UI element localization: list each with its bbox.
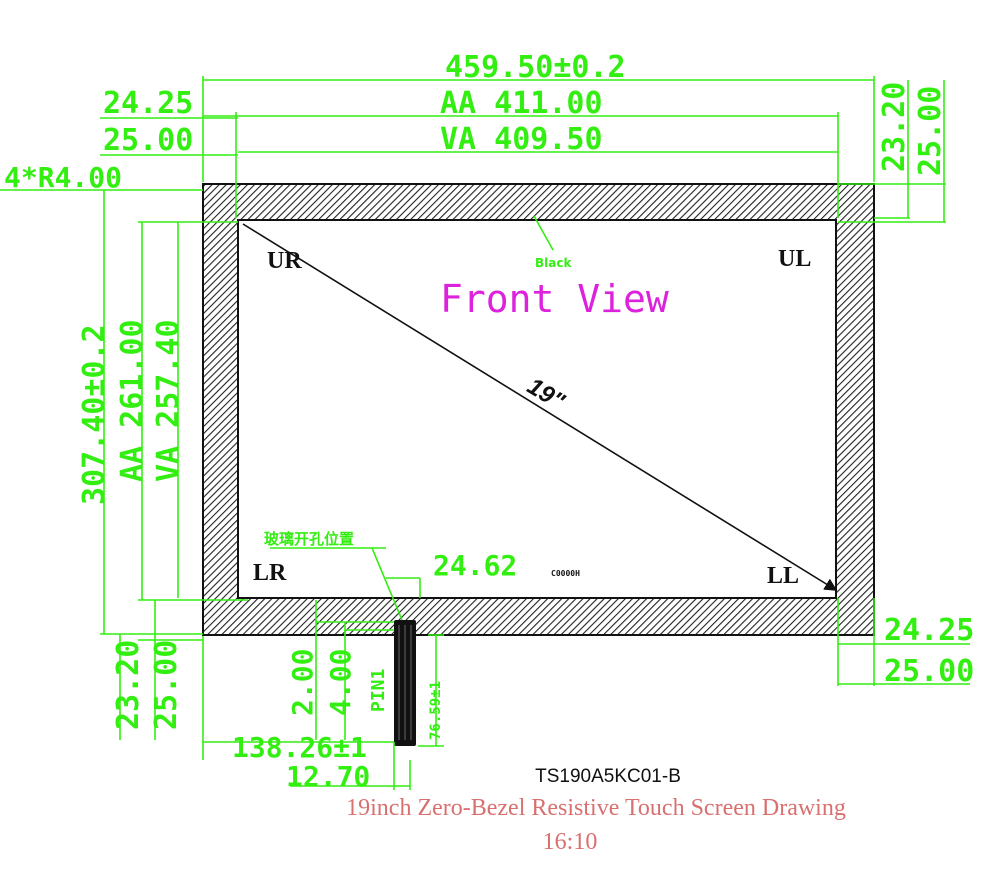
corner-ul-label: UL <box>778 246 811 272</box>
pin1-label: PIN1 <box>368 669 389 712</box>
left-dimensions <box>100 190 248 740</box>
right-bottom-dimensions <box>837 598 970 686</box>
model-number: TS190A5KC01-B <box>535 766 681 787</box>
va-height-label: VA 257.40 <box>151 319 186 482</box>
dim-200-label: 2.00 <box>286 649 319 716</box>
tail-gap-label: 24.62 <box>433 549 517 582</box>
corner-ur-label: UR <box>267 248 302 274</box>
aa-width-label: AA 411.00 <box>440 86 603 121</box>
black-leader <box>533 215 554 251</box>
tail-width-label: 12.70 <box>286 760 370 793</box>
glass-hole-note: 玻璃开孔位置 <box>264 530 354 548</box>
fpc-tail <box>394 620 416 746</box>
tail-length-label: 76.59±1 <box>428 681 444 740</box>
bottom-aa-offset-label: 23.20 <box>111 640 146 730</box>
bottom-va-offset-label: 25.00 <box>149 640 184 730</box>
left-va-offset-label: 25.00 <box>103 123 193 158</box>
top-dimensions <box>0 76 875 218</box>
right-top-dimensions <box>838 80 946 223</box>
right-aa-offset-label: 24.25 <box>884 613 974 648</box>
dim-400-label: 4.00 <box>324 649 357 716</box>
left-aa-offset-label: 24.25 <box>103 86 193 121</box>
corner-ll-label: LL <box>767 563 799 589</box>
caption-title: 19inch Zero-Bezel Resistive Touch Screen… <box>346 795 846 821</box>
view-title: Front View <box>440 277 669 321</box>
overall-width-label: 459.50±0.2 <box>445 50 626 85</box>
va-width-label: VA 409.50 <box>440 122 603 157</box>
caption-ratio: 16:10 <box>542 829 598 855</box>
corner-lr-label: LR <box>253 560 287 586</box>
tail-dimensions <box>202 547 444 790</box>
diagonal-line <box>242 223 838 591</box>
small-mark: C0000H <box>551 569 580 578</box>
top-va-offset-label: 25.00 <box>913 86 948 176</box>
overall-height-label: 307.40±0.2 <box>77 324 112 505</box>
right-va-offset-label: 25.00 <box>884 654 974 689</box>
aa-height-label: AA 261.00 <box>115 319 150 482</box>
corner-radius-label: 4*R4.00 <box>4 161 122 194</box>
top-aa-offset-label: 23.20 <box>877 82 912 172</box>
tail-offset-label: 138.26±1 <box>232 731 367 764</box>
black-note: Black <box>535 256 572 270</box>
